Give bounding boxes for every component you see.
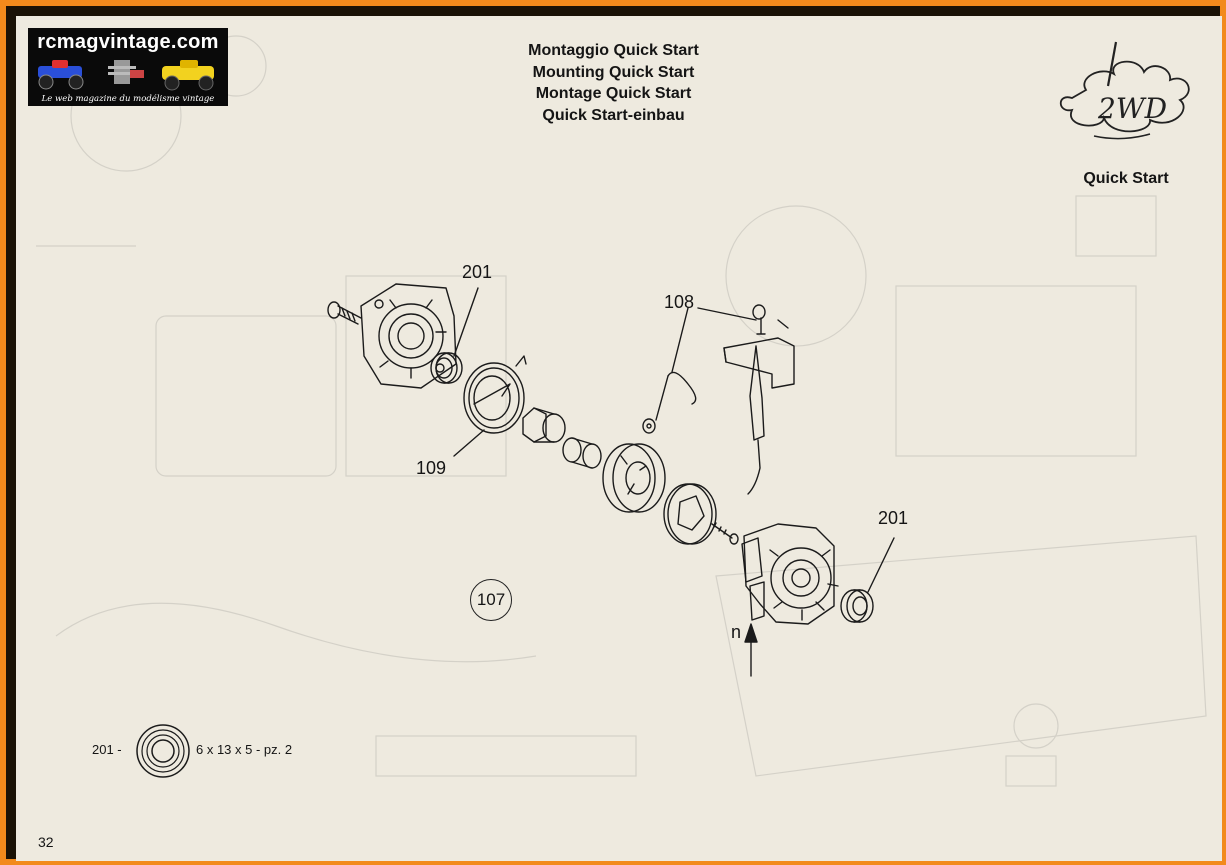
callout-n: n (731, 622, 742, 642)
leader-line-109 (453, 429, 485, 457)
site-logo[interactable]: rcmagvintage.com Le web magazine du modé… (28, 28, 228, 106)
callout-109: 109 (416, 458, 447, 478)
title-german: Quick Start-einbau (542, 106, 685, 124)
leader-line-108-terminal (697, 307, 757, 321)
bearing-icon (136, 724, 190, 778)
title-italian: Montaggio Quick Start (528, 42, 699, 59)
drive-plate-part (663, 483, 717, 545)
page-titles: Montaggio Quick Start Mounting Quick Sta… (436, 40, 791, 126)
spec-part-code: 201 - (92, 742, 122, 757)
section-label: Quick Start (1083, 170, 1169, 187)
drive-hub-part (522, 407, 566, 443)
manual-page: rcmagvintage.com Le web magazine du modé… (16, 16, 1222, 861)
callout-201-left: 201 (462, 262, 493, 282)
logo-tagline: Le web magazine du modélisme vintage (41, 94, 215, 104)
exploded-assembly-diagram (327, 283, 895, 677)
pull-handle-part (723, 337, 795, 495)
backplate-part (360, 283, 457, 389)
page-number: 32 (38, 834, 54, 850)
bushing-part (562, 437, 602, 469)
leader-line-108-cable (671, 307, 689, 373)
pulley-part (602, 443, 666, 513)
badge-text: 2WD (1097, 92, 1167, 125)
recoil-spring-part (463, 355, 527, 434)
cable-terminal-part (752, 304, 789, 335)
starter-housing-part (741, 523, 839, 625)
small-screw-part (711, 522, 739, 545)
screw-part (327, 301, 362, 325)
callout-201-right: 201 (878, 508, 909, 528)
bleed-through-drawing (36, 35, 1207, 787)
callout-108: 108 (664, 292, 695, 312)
parts-spec: 201 - 6 x 13 x 5 - pz. 2 (88, 722, 388, 778)
logo-cars-icon (38, 60, 214, 91)
circled-part-number: 107 (470, 579, 512, 621)
spec-description: 6 x 13 x 5 - pz. 2 (196, 742, 293, 757)
bearing-part (840, 589, 874, 623)
leader-line-201-right (867, 537, 895, 593)
title-french: Montage Quick Start (535, 85, 692, 102)
2wd-badge-icon: 2WD (1059, 41, 1190, 140)
bearing-part (430, 352, 463, 384)
logo-title: rcmagvintage.com (37, 31, 219, 53)
cable-part (642, 371, 697, 434)
title-english: Mounting Quick Start (532, 63, 695, 81)
leader-line-201-left (453, 287, 479, 357)
